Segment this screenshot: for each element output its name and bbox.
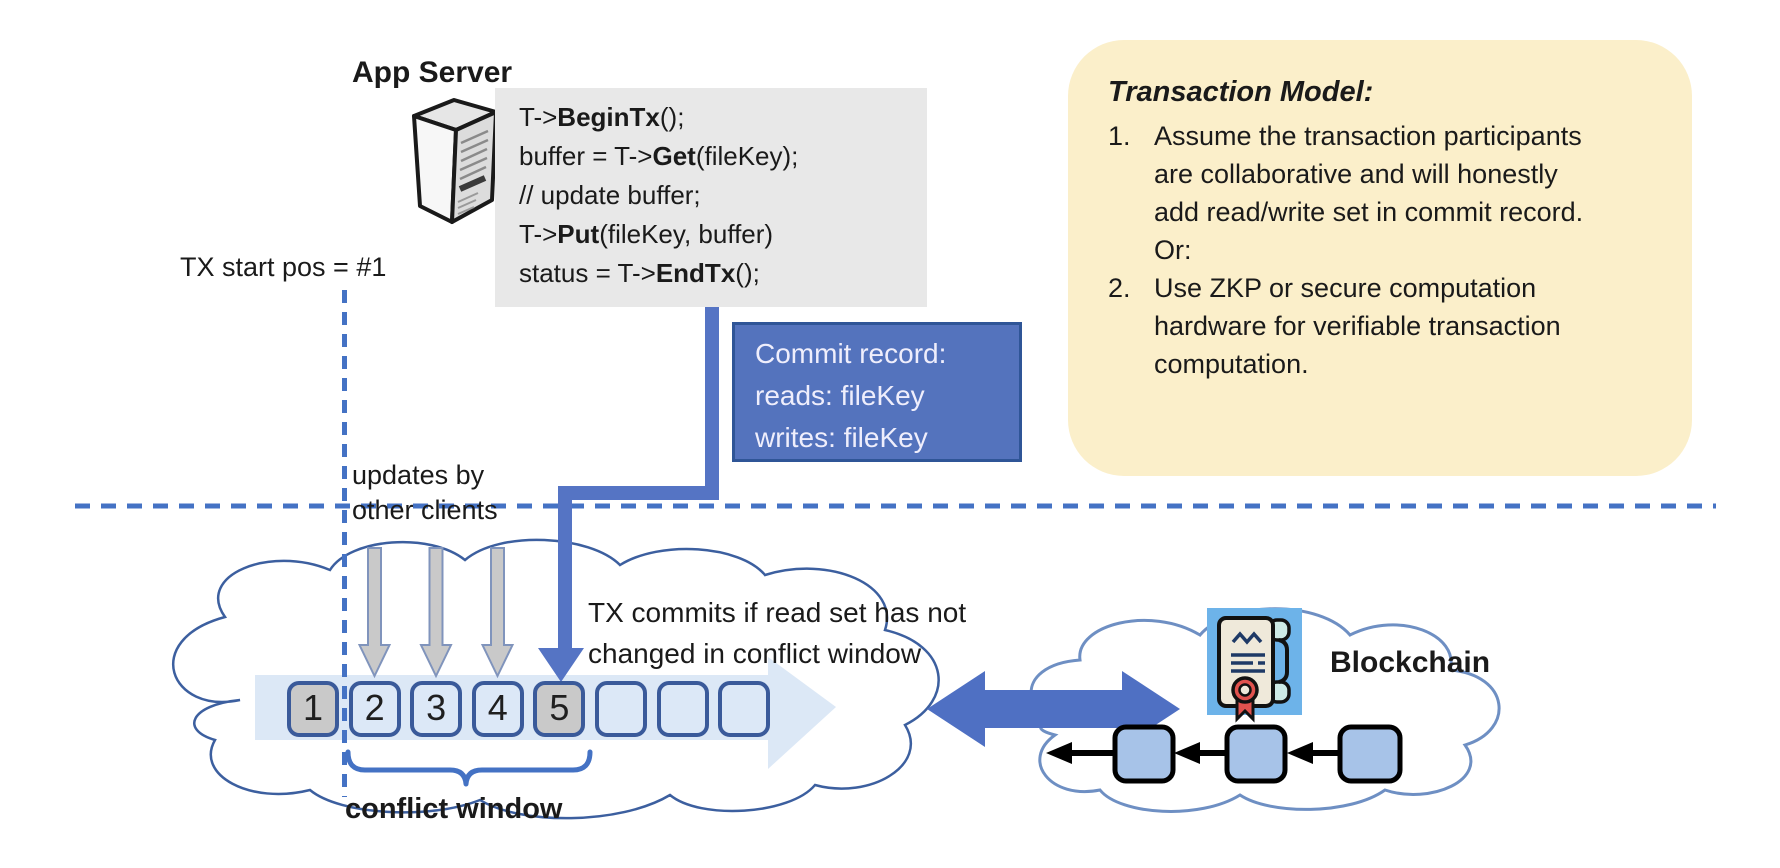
list-text: Use ZKP or secure computation hardware f… bbox=[1154, 273, 1561, 379]
app-server-label: App Server bbox=[352, 56, 513, 89]
list-text: Assume the transaction participants are … bbox=[1154, 121, 1584, 265]
commit-record-line: Commit record: bbox=[755, 338, 947, 369]
tx-commits-label: TX commits if read set has not changed i… bbox=[588, 597, 967, 669]
code-line: T->Put(fileKey, buffer) bbox=[519, 219, 774, 249]
commit-flow-arrow bbox=[538, 307, 719, 682]
update-arrow-icon bbox=[357, 547, 392, 679]
timeline-slot-3: 3 bbox=[410, 681, 463, 737]
code-line: // update buffer; bbox=[519, 180, 701, 210]
timeline-slot-1: 1 bbox=[287, 681, 339, 737]
sync-double-arrow bbox=[927, 671, 1180, 747]
timeline-slot-2: 2 bbox=[348, 681, 401, 737]
timeline-slot-7 bbox=[656, 681, 709, 737]
commit-record-box: Commit record: reads: fileKey writes: fi… bbox=[732, 322, 1022, 462]
block-icon bbox=[1337, 724, 1403, 784]
list-number: 1. bbox=[1108, 121, 1131, 151]
transaction-model-item: 2. Use ZKP or secure computation hardwar… bbox=[1108, 269, 1652, 383]
transaction-model-title: Transaction Model: bbox=[1108, 76, 1374, 108]
blockchain-blocks bbox=[1112, 724, 1403, 784]
chain-link-arrows bbox=[1046, 742, 1338, 764]
transaction-code-block: T->BeginTx(); buffer = T->Get(fileKey); … bbox=[495, 88, 927, 307]
conflict-window-bracket bbox=[345, 749, 593, 787]
timeline-slot-4: 4 bbox=[471, 681, 524, 737]
tx-start-pos-label: TX start pos = #1 bbox=[180, 252, 387, 282]
transaction-model-item: 1. Assume the transaction participants a… bbox=[1108, 117, 1652, 269]
timeline-slot-5: 5 bbox=[533, 681, 586, 737]
code-line: T->BeginTx(); bbox=[519, 102, 685, 132]
update-arrow-icon bbox=[419, 547, 453, 679]
blockchain-label: Blockchain bbox=[1330, 646, 1491, 679]
updates-by-other-clients-label: updates by other clients bbox=[352, 460, 498, 525]
code-line: buffer = T->Get(fileKey); bbox=[519, 141, 799, 171]
commit-record-line: writes: fileKey bbox=[755, 422, 928, 453]
timeline-slot-6 bbox=[595, 681, 647, 737]
block-icon bbox=[1112, 724, 1176, 784]
update-arrows bbox=[357, 547, 515, 679]
update-arrow-icon bbox=[480, 547, 515, 679]
timeline-slot-8 bbox=[718, 681, 771, 737]
conflict-window-label: conflict window bbox=[345, 793, 563, 825]
commit-record-line: reads: fileKey bbox=[755, 380, 925, 411]
block-icon bbox=[1224, 724, 1288, 784]
certificate-scroll-icon bbox=[1207, 608, 1302, 723]
server-tower-icon bbox=[412, 98, 498, 224]
code-line: status = T->EndTx(); bbox=[519, 258, 760, 288]
list-number: 2. bbox=[1108, 273, 1131, 303]
transaction-model-panel: Transaction Model: 1. Assume the transac… bbox=[1068, 40, 1692, 476]
